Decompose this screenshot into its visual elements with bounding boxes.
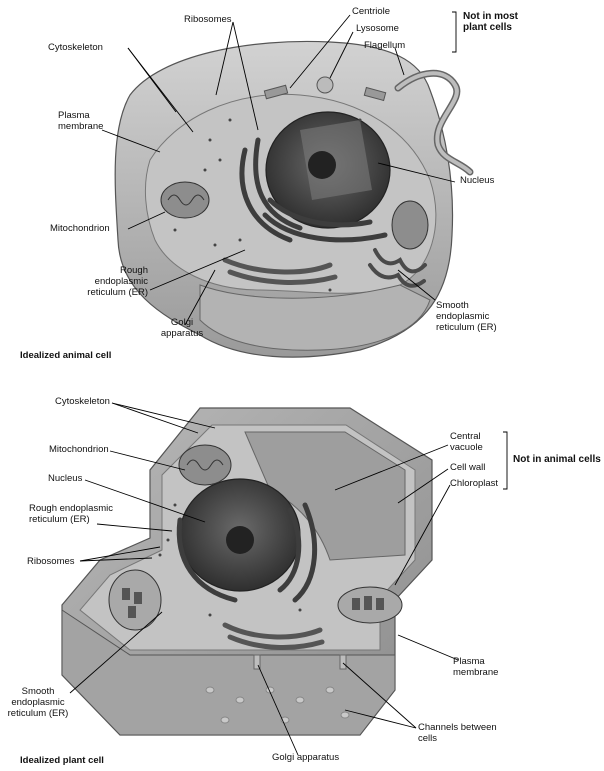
animal-leader-lines [101,11,457,326]
label-plant-golgi: Golgi apparatus [272,752,340,763]
label-mitochondrion: Mitochondrion [50,223,110,234]
animal-cell-illustration [114,40,474,358]
label-not-in-animal: Not in animal cells [513,454,601,465]
label-lysosome: Lysosome [356,23,399,34]
label-rough-er: Rough endoplasmic reticulum (ER) [87,265,148,298]
plant-cell-front-face [61,609,396,736]
plant-caption: Idealized plant cell [20,755,104,766]
label-flagellum: Flagellum [364,40,406,51]
plant-leader-lines [69,402,508,756]
label-plant-mitochondrion: Mitochondrion [49,444,109,455]
label-ribosomes: Ribosomes [184,14,232,25]
label-nucleus: Nucleus [460,175,495,186]
label-chloroplast: Chloroplast [450,478,499,489]
animal-mitochondrion-shape [160,181,210,219]
label-plant-smooth-er: Smooth endoplasmic reticulum (ER) [7,686,69,719]
label-smooth-er: Smooth endoplasmic reticulum (ER) [436,300,497,333]
label-cytoskeleton: Cytoskeleton [48,42,103,53]
animal-caption: Idealized animal cell [20,350,112,361]
label-centriole: Centriole [352,6,391,17]
label-channels: Channels between cells [418,722,497,744]
label-plant-plasma-membrane: Plasma membrane [453,656,499,678]
label-plant-cytoskeleton: Cytoskeleton [55,396,110,407]
plant-cell-illustration [61,407,433,736]
label-plant-nucleus: Nucleus [48,473,83,484]
label-plant-ribosomes: Ribosomes [27,556,75,567]
plant-mitochondrion-shape [178,444,232,486]
label-plant-rough-er: Rough endoplasmic reticulum (ER) [29,503,113,525]
label-plasma-membrane: Plasma membrane [58,110,104,132]
label-not-in-plant: Not in most plant cells [463,11,518,33]
label-cell-wall: Cell wall [450,462,486,473]
animal-cell-slab [199,284,431,351]
label-central-vacuole: Central vacuole [450,431,483,453]
label-golgi: Golgi apparatus [160,317,204,339]
